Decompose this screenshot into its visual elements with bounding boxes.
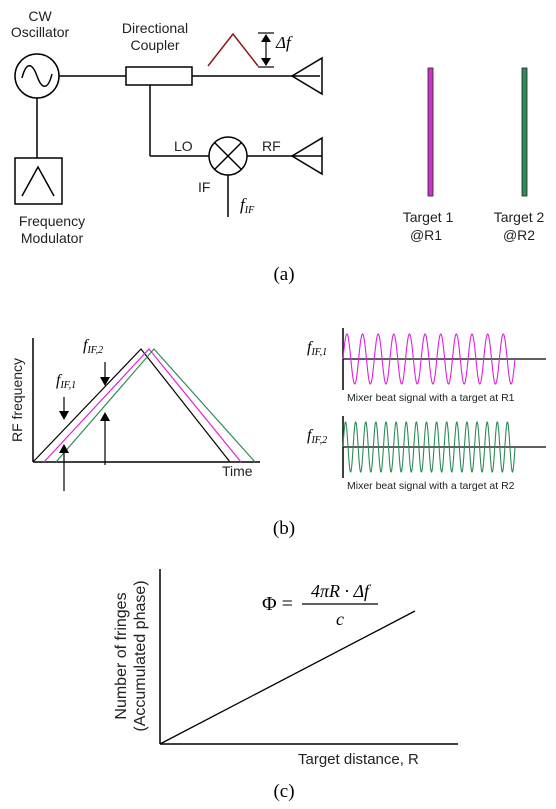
- f-if2-arrowhead-top: [100, 377, 110, 386]
- target-2-bar: [521, 67, 528, 197]
- beat1-caption: Mixer beat signal with a target at R1: [347, 392, 515, 404]
- f-if1-arrowhead-bottom: [59, 444, 69, 453]
- target-2-label-line1: Target 2: [494, 209, 545, 225]
- f-if1-label: fIF,1: [56, 372, 76, 391]
- rf-label: RF: [262, 138, 281, 154]
- oscillator-label-line2: Oscillator: [11, 24, 70, 40]
- beat1-label: fIF,1: [307, 339, 327, 358]
- f-if2-label: fIF,2: [83, 337, 103, 356]
- panel-c: Number of fringes (Accumulated phase) Ta…: [113, 569, 458, 802]
- tx-antenna-icon: [290, 56, 323, 96]
- rx-chirp-r1-line: [43, 348, 242, 463]
- triangle-wave-icon: [21, 165, 55, 197]
- target-1-label-line1: Target 1: [403, 209, 454, 225]
- panel-b: RF frequency Time fIF,2 fIF,1 fIF,1 Mixe…: [9, 328, 546, 539]
- target-1-bar: [427, 67, 434, 197]
- delta-f-label: Δf: [275, 33, 293, 52]
- sine-icon: [21, 65, 53, 87]
- panel-a: CW Oscillator Frequency Modulator Direct…: [11, 8, 545, 285]
- coupler-label-line2: Coupler: [130, 37, 179, 53]
- rx-chirp-r2-line: [55, 348, 256, 463]
- if-label: IF: [198, 179, 210, 195]
- eq-numerator: 4πR · Δf: [311, 581, 372, 601]
- delta-f-arrowhead-down: [261, 58, 271, 66]
- chirp-triangle: [207, 32, 259, 67]
- b-xlabel: Time: [222, 463, 253, 479]
- b-ylabel: RF frequency: [9, 358, 25, 442]
- beat2-caption: Mixer beat signal with a target at R2: [347, 480, 515, 492]
- tx-chirp-line: [32, 348, 231, 463]
- lo-label: LO: [174, 138, 193, 154]
- target-2-label-line2: @R2: [503, 227, 535, 243]
- modulator-label-line1: Frequency: [19, 213, 85, 229]
- oscillator-label-line1: CW: [28, 8, 52, 24]
- caption-b: (b): [273, 518, 295, 539]
- directional-coupler-box: [125, 66, 193, 86]
- eq-lhs: Φ =: [262, 593, 293, 615]
- beat1-waveform: [342, 333, 516, 385]
- f-if2-arrowhead-bottom: [100, 412, 110, 421]
- delta-f-arrowhead-up: [261, 34, 271, 42]
- f-if-label: fIF: [240, 195, 255, 216]
- modulator-label-line2: Modulator: [21, 230, 84, 246]
- c-xlabel: Target distance, R: [298, 751, 419, 768]
- coupler-label-line1: Directional: [122, 20, 188, 36]
- c-ylabel-line2: (Accumulated phase): [132, 580, 149, 731]
- caption-c: (c): [273, 781, 294, 802]
- f-if1-arrowhead-top: [59, 411, 69, 420]
- beat2-waveform: [342, 421, 516, 473]
- beat2-label: fIF,2: [307, 427, 327, 446]
- caption-a: (a): [273, 264, 294, 285]
- c-ylabel-line1: Number of fringes: [113, 592, 130, 719]
- rx-antenna-icon: [290, 136, 323, 176]
- target-1-label-line2: @R1: [410, 227, 442, 243]
- c-linear-relation-line: [159, 610, 416, 745]
- eq-denominator: c: [336, 609, 344, 629]
- frequency-modulator-box: [14, 157, 63, 205]
- mixer-cross-2: [213, 141, 243, 171]
